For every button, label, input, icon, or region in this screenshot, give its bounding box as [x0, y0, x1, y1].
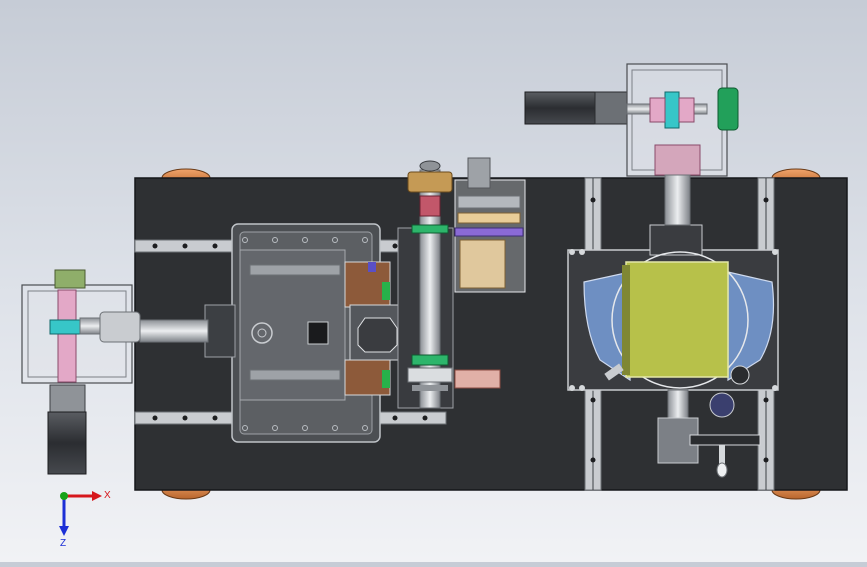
top-right-teal-disc: [664, 91, 680, 129]
x-axis-label: X: [104, 490, 111, 501]
right-work-head[interactable]: [567, 224, 779, 391]
center-gearbox[interactable]: [204, 223, 381, 443]
clamp-assembly[interactable]: [344, 261, 417, 396]
z-axis-label: Z: [60, 538, 66, 549]
left-drive-module[interactable]: [21, 269, 209, 475]
green-plate[interactable]: [625, 261, 729, 378]
bronze-pulley-top: [407, 171, 453, 193]
gearbox-bore: [251, 322, 273, 344]
bottom-tool-assembly[interactable]: [657, 389, 761, 478]
top-right-motor[interactable]: [524, 91, 596, 125]
middle-shaft-column[interactable]: [397, 160, 454, 409]
rail-bottom-right: [377, 411, 447, 425]
y-axis-dot: [60, 492, 68, 500]
left-teal-disc: [49, 319, 85, 335]
left-motor[interactable]: [47, 411, 87, 475]
red-coupling: [419, 195, 441, 217]
transparent-gear-module[interactable]: [454, 157, 526, 389]
coordinate-triad: X Z: [59, 490, 111, 549]
top-right-drive-module[interactable]: [524, 63, 739, 226]
gearbox-window: [307, 321, 329, 345]
